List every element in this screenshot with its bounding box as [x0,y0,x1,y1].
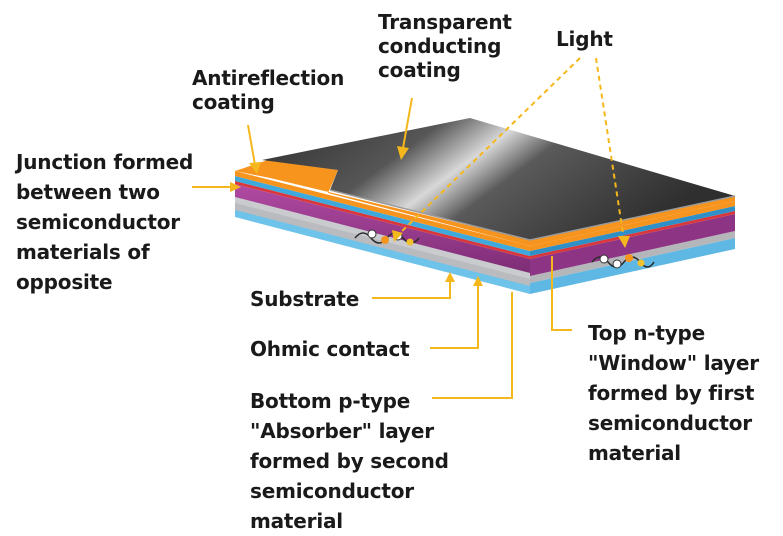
label-ohmic-contact: Ohmic contact [250,337,410,361]
label-line: Antireflection [192,66,345,90]
leader-arrowheads [230,146,630,286]
label-line: Transparent [378,10,512,34]
label-line: Bottom p-type [250,389,411,413]
label-transparent-conducting-coating: Transparent conducting coating [378,10,512,82]
label-line: Junction formed [16,150,194,174]
antireflection-top-surface [235,160,735,246]
leader-bottom-p [432,292,513,399]
transparent-conducting-coating-surface [262,118,735,240]
junction-red-line [235,181,530,259]
label-line: coating [192,90,275,114]
label-line: material [250,509,343,533]
label-line: Ohmic contact [250,337,410,361]
label-junction: Junction formed between two semiconducto… [16,147,193,297]
label-line: coating [378,58,461,82]
side-magenta [530,214,735,276]
label-line: formed by first [588,381,755,405]
arrow-junction [230,182,241,192]
label-substrate: Substrate [250,287,359,311]
label-line: between two [16,180,160,204]
label-line: "Window" layer [588,351,759,375]
arrow-ohmic [473,276,483,286]
label-line: semiconductor [16,210,180,234]
label-antireflection-coating: Antireflection coating [192,66,344,114]
label-top-n-type-window: Top n-type "Window" layer formed by firs… [588,318,759,468]
leader-transparent-coating [402,97,413,149]
charge-carriers-right [591,254,655,269]
arrow-substrate [445,272,455,282]
leader-light-right [595,57,625,241]
leader-antireflection [247,124,256,166]
antireflection-orange-strip [235,171,530,251]
label-line: semiconductor [250,479,414,503]
top-surface-edge-highlight [329,189,736,241]
label-line: opposite [16,270,113,294]
label-line: materials of [16,240,150,264]
leader-top-n [551,256,572,331]
leader-substrate [372,280,451,299]
label-line: Light [556,27,613,51]
top-n-window-layer [235,176,530,256]
side-light-blue [530,238,735,294]
arrow-transparent-coating [397,146,409,160]
side-orange [530,201,735,251]
label-line: material [588,441,681,465]
label-line: semiconductor [588,411,752,435]
label-light: Light [556,27,613,51]
slab-side-face [530,201,735,294]
leader-ohmic [430,284,479,349]
label-line: formed by second [250,449,449,473]
side-red [530,211,735,259]
label-line: "Absorber" layer [250,419,434,443]
label-line: Substrate [250,287,360,311]
leader-lines [192,57,625,399]
label-bottom-p-type-absorber: Bottom p-type "Absorber" layer formed by… [250,386,449,536]
arrow-light-left [392,230,403,242]
side-blue [530,206,735,256]
arrow-light-right [618,236,630,248]
leader-light-left [397,57,581,236]
label-line: Top n-type [588,321,706,345]
gray-base-layer [235,202,530,286]
label-line: conducting [378,34,502,58]
bottom-p-absorber-layer [235,184,530,273]
arrow-antireflection [249,162,261,174]
